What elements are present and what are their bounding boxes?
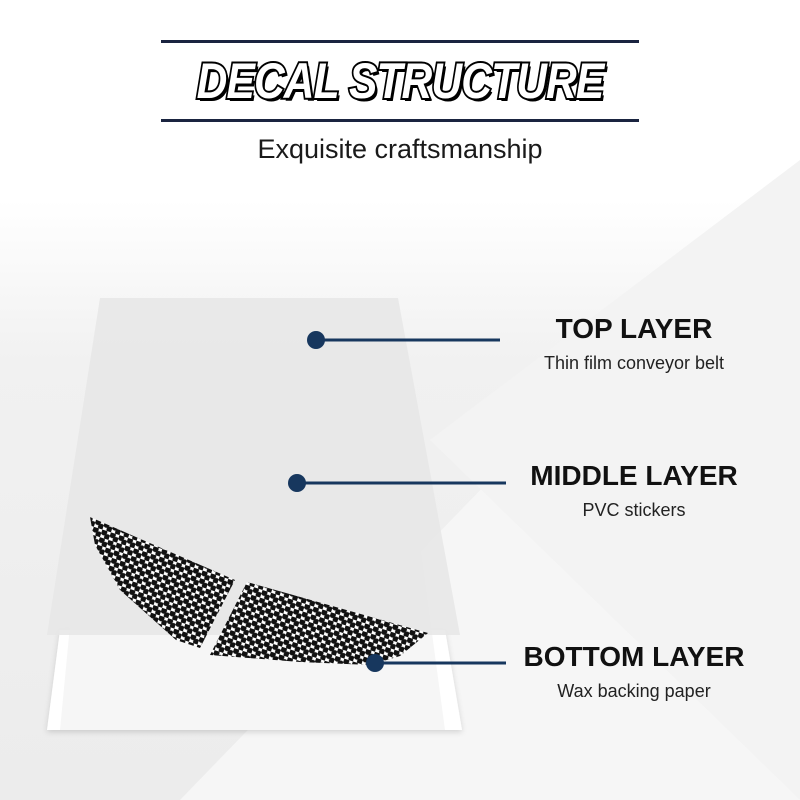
- top-layer-callout: [307, 331, 500, 349]
- middle-layer-label: MIDDLE LAYER PVC stickers: [494, 460, 774, 521]
- honeycomb-sticker-left: [90, 517, 235, 648]
- bottom-layer-callout: [366, 654, 506, 672]
- top-layer-title: TOP LAYER: [555, 313, 713, 344]
- bottom-layer-label: BOTTOM LAYER Wax backing paper: [494, 641, 774, 702]
- bottom-layer-description: Wax backing paper: [557, 681, 711, 701]
- page-subtitle: Exquisite craftsmanship: [257, 134, 543, 164]
- title-rule-bottom: [161, 119, 639, 122]
- middle-layer-description: PVC stickers: [582, 500, 686, 520]
- page-title: DECAL STRUCTURE: [195, 51, 606, 111]
- bottom-layer-title: BOTTOM LAYER: [523, 641, 745, 672]
- top-layer-label: TOP LAYER Thin film conveyor belt: [494, 313, 774, 374]
- top-layer-description: Thin film conveyor belt: [543, 353, 725, 373]
- title-rule-top: [161, 40, 639, 43]
- honeycomb-sticker-right: [210, 582, 428, 665]
- middle-layer-title: MIDDLE LAYER: [530, 460, 738, 491]
- background-diagonal-light: [430, 160, 800, 800]
- middle-layer-callout: [288, 474, 506, 492]
